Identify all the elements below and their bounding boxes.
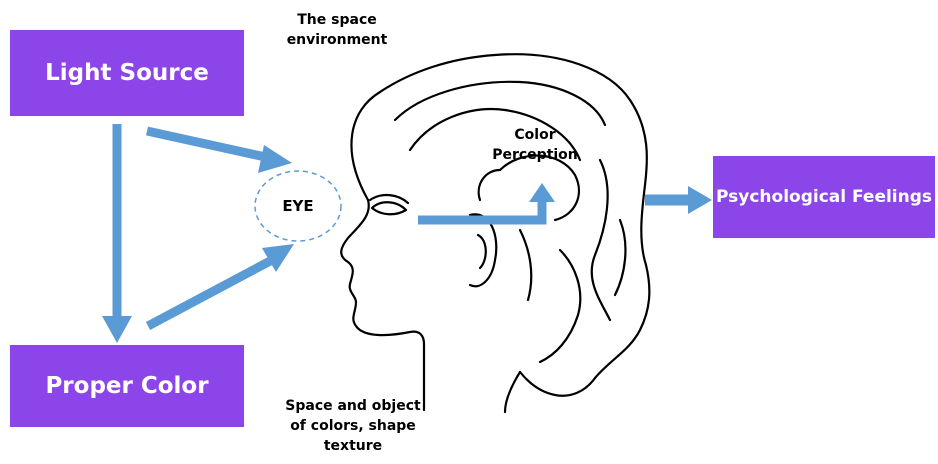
space-objects-label: Space and object of colors, shape textur… [278, 396, 428, 456]
arrow-proper-to-eye [148, 244, 294, 326]
psychological-feelings-box: Psychological Feelings [713, 156, 935, 238]
color-perception-label: Color Perception [470, 125, 600, 165]
arrow-to-psychological [645, 186, 712, 214]
light-source-label: Light Source [45, 60, 209, 86]
arrow-light-to-proper [102, 124, 132, 343]
arrows [102, 124, 712, 343]
eye-label: EYE [253, 196, 343, 216]
proper-color-box: Proper Color [10, 345, 244, 427]
space-environment-label: The space environment [262, 10, 412, 50]
head-drawing [341, 54, 649, 412]
proper-color-label: Proper Color [45, 373, 208, 399]
psychological-feelings-label: Psychological Feelings [716, 187, 932, 207]
light-source-box: Light Source [10, 30, 244, 116]
arrow-eye-to-perception [418, 183, 555, 220]
arrow-light-to-eye [147, 131, 292, 173]
